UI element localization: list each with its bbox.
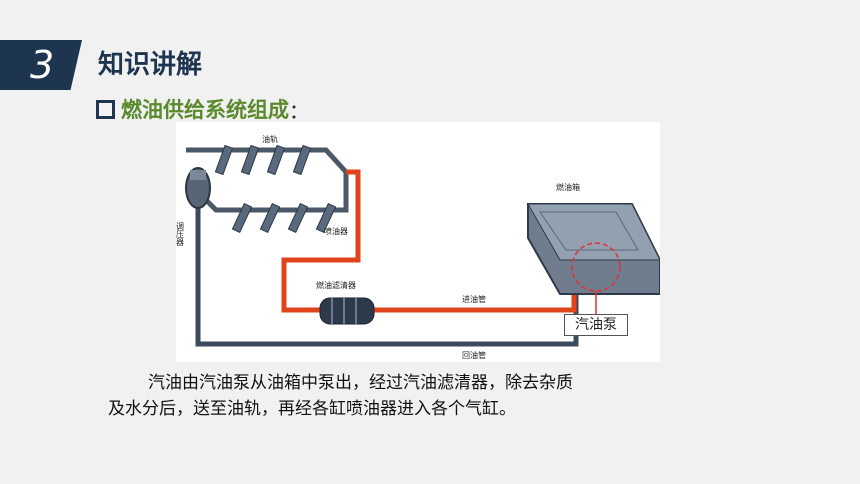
subheading-colon: ： [289, 98, 309, 123]
square-bullet-icon [96, 99, 115, 119]
description-line-1: 汽油由汽油泵从油箱中泵出，经过汽油滤清器，除去杂质 [108, 370, 708, 396]
fuel-pump-highlight [571, 242, 621, 292]
fuel-system-diagram: 油轨 燃油箱 喷油器 燃油滤清器 进油管 回油管 调压器 [176, 122, 660, 362]
label-inlet-pipe: 进油管 [462, 294, 486, 304]
fuel-system-svg: 油轨 燃油箱 喷油器 燃油滤清器 进油管 回油管 调压器 [176, 134, 660, 360]
fuel-tank [527, 203, 660, 295]
label-fuel-tank: 燃油箱 [556, 182, 580, 192]
return-pipe [195, 172, 579, 347]
description: 汽油由汽油泵从油箱中泵出，经过汽油滤清器，除去杂质 及水分后，送至油轨，再经各缸… [108, 370, 708, 422]
section-badge [0, 40, 82, 90]
subheading-title: 燃油供给系统组成 [121, 98, 289, 122]
pressure-regulator [185, 167, 211, 209]
section-title: 知识讲解 [98, 50, 203, 80]
injectors-upper [214, 144, 312, 176]
label-injector: 喷油器 [324, 226, 348, 236]
label-fuel-filter: 燃油滤清器 [316, 280, 356, 290]
description-line-2: 及水分后，送至油轨，再经各缸喷油器进入各个气缸。 [108, 399, 516, 419]
description-text-1: 汽油由汽油泵从油箱中泵出，经过汽油滤清器，除去杂质 [148, 373, 573, 393]
label-return-pipe: 回油管 [462, 350, 486, 360]
injectors-lower [231, 202, 337, 234]
label-pressure-regulator: 调压器 [176, 222, 185, 247]
section-number: 3 [30, 43, 55, 87]
subheading: 燃油供给系统组成 ： [96, 94, 309, 124]
label-fuel-rail: 油轨 [262, 134, 278, 144]
fuel-filter [319, 297, 375, 325]
fuel-pump-label: 汽油泵 [564, 314, 628, 336]
